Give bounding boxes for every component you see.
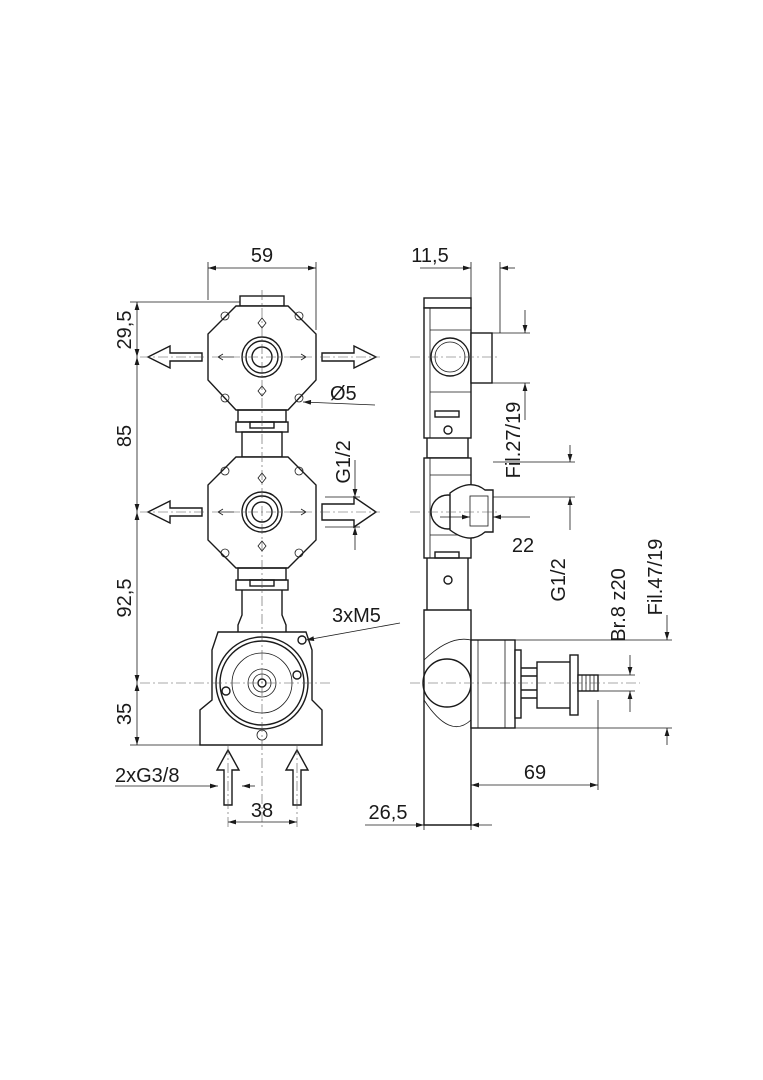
dim-top-offset: 29,5 — [114, 311, 136, 350]
spindle-label: Br.8 z20 — [608, 568, 630, 641]
outlet-arrow-right-top — [321, 344, 378, 370]
outlet-thread-label: G1/2 — [333, 440, 355, 483]
inlet-thread-label: 2xG3/8 — [115, 765, 179, 787]
thread-1-label: Fil.27/19 — [503, 402, 525, 479]
hole-diameter-label: Ø5 — [330, 383, 357, 405]
outlet-arrow-right-bottom — [321, 495, 378, 529]
front-view: 59 29,5 85 92,5 35 Ø5 G1/2 3xM5 2xG3/8 3… — [114, 245, 401, 830]
dim-inlet-spacing: 38 — [251, 800, 273, 822]
dim-outlet-depth: 11,5 — [411, 245, 448, 267]
mixer-base — [199, 631, 323, 746]
dim-body-depth: 26,5 — [369, 802, 408, 824]
dim-cartridge: 69 — [524, 762, 546, 784]
side-outlet-thread-label: G1/2 — [548, 558, 570, 601]
dim-spacing-2: 92,5 — [114, 579, 136, 618]
side-view: 11,5 Fil.27/19 22 G1/2 Br.8 z20 Fil.47/1… — [365, 245, 672, 830]
screws-label: 3xM5 — [332, 605, 381, 627]
outlet-arrow-left-top — [146, 344, 203, 370]
outlet-arrow-left-bottom — [146, 499, 203, 525]
thread-2-label: Fil.47/19 — [645, 539, 667, 616]
cartridge — [470, 639, 599, 729]
dim-outlet-length: 22 — [512, 535, 534, 557]
dim-bottom: 35 — [114, 703, 136, 725]
dim-width: 59 — [251, 245, 273, 267]
dim-spacing-1: 85 — [114, 425, 136, 447]
